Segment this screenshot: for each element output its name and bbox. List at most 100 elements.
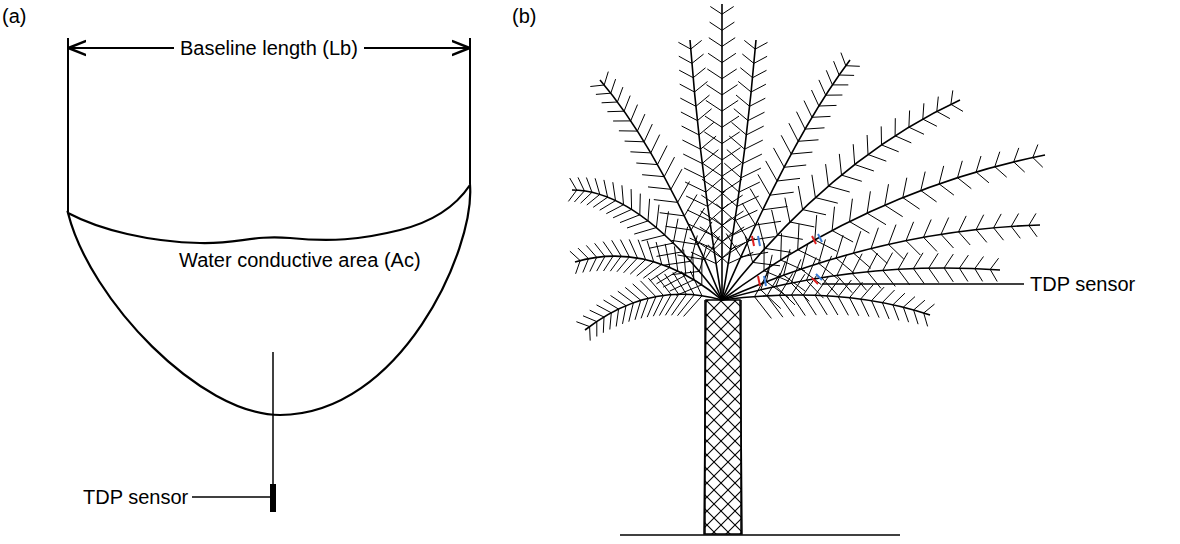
frond-stroke — [596, 322, 597, 337]
frond-stroke — [712, 218, 731, 235]
panel-label: (b) — [512, 4, 536, 28]
frond-stroke — [705, 116, 722, 127]
frond-stroke — [914, 310, 919, 324]
frond-stroke — [836, 235, 843, 258]
frond-stroke — [921, 191, 937, 202]
frond-stroke — [779, 295, 794, 316]
frond-stroke — [706, 177, 723, 192]
frond-stroke — [826, 95, 843, 96]
frond-stroke — [642, 175, 664, 177]
frond-stroke — [898, 269, 910, 285]
conductive-area-shape: Water conductive area (Ac) — [60, 178, 480, 423]
frond-stroke — [815, 215, 817, 240]
frond-stroke — [867, 191, 870, 213]
frond-stroke — [679, 70, 693, 78]
frond-stroke — [710, 22, 722, 30]
frond-stroke — [951, 90, 953, 104]
frond-stroke — [812, 116, 831, 118]
frond-stroke — [627, 221, 648, 228]
frond-stroke — [1011, 214, 1018, 227]
frond-stroke — [798, 186, 802, 210]
frond-stroke — [937, 97, 939, 112]
frond-stroke — [939, 184, 954, 195]
frond-stroke — [570, 251, 580, 260]
frond-stroke — [766, 255, 772, 282]
frond-stroke — [643, 264, 661, 278]
frond-rachis — [722, 100, 960, 300]
frond-stroke — [578, 177, 584, 191]
frond-stroke — [868, 253, 878, 272]
frond-stroke — [755, 297, 772, 319]
frond-stroke — [742, 54, 754, 63]
ground-line — [620, 534, 900, 536]
frond-stroke — [634, 228, 656, 235]
sensor-leader — [822, 283, 1024, 285]
frond-stroke — [885, 205, 903, 217]
frond-stroke — [650, 267, 670, 280]
frond-stroke — [727, 150, 743, 164]
frond-stroke — [789, 123, 798, 141]
frond-stroke — [641, 298, 648, 318]
palm-trunk — [704, 300, 742, 534]
frond-stroke — [651, 135, 660, 153]
frond-stroke — [939, 166, 944, 184]
frond-stroke — [882, 290, 894, 303]
frond-stroke — [697, 109, 711, 121]
frond-stroke — [735, 210, 758, 221]
frond-stroke — [959, 268, 968, 281]
frond-stroke — [620, 240, 629, 257]
frond-stroke — [576, 322, 589, 327]
frond-stroke — [690, 271, 702, 296]
frond-stroke — [665, 274, 679, 294]
frond-stroke — [574, 191, 584, 202]
frond-stroke — [656, 242, 662, 264]
area-label: Water conductive area (Ac) — [179, 248, 421, 272]
frond-stroke — [732, 122, 747, 135]
frond-stroke — [959, 255, 968, 268]
frond-stroke — [806, 257, 816, 280]
frond-stroke — [696, 95, 710, 106]
frond-stroke — [704, 132, 722, 144]
frond-stroke — [603, 242, 613, 257]
frond-stroke — [639, 194, 641, 215]
frond-stroke — [798, 224, 799, 250]
frond-stroke — [903, 198, 920, 210]
frond-stroke — [597, 257, 605, 272]
frond-stroke — [691, 40, 702, 49]
frond-stroke — [583, 259, 589, 273]
frond-rachis — [722, 155, 1045, 300]
frond-stroke — [613, 182, 616, 200]
frond-stroke — [913, 253, 923, 269]
frond-stroke — [722, 69, 737, 79]
frond-stroke — [630, 152, 650, 153]
frond-stroke — [656, 276, 671, 295]
frond-stroke — [909, 127, 924, 134]
frond-stroke — [854, 231, 861, 253]
frond-stroke — [838, 280, 851, 297]
frond-stroke — [852, 254, 862, 274]
frond-stroke — [958, 178, 972, 189]
frond-stroke — [842, 175, 862, 181]
frond-stroke — [779, 273, 792, 295]
frond-stroke — [846, 65, 860, 67]
frond-stroke — [784, 165, 806, 167]
frond-stroke — [707, 85, 723, 95]
frond-stroke — [684, 195, 697, 216]
sensor-label: TDP sensor — [83, 485, 188, 509]
frond-stroke — [726, 234, 741, 257]
frond-stroke — [744, 40, 755, 49]
frond-stroke — [686, 196, 708, 206]
frond-stroke — [798, 140, 818, 142]
frond-stroke — [828, 186, 849, 192]
frond-stroke — [754, 56, 767, 63]
frond-stroke — [881, 126, 882, 144]
frond-stroke — [822, 256, 832, 278]
frond-stroke — [785, 198, 790, 222]
frond-stroke — [714, 218, 733, 235]
frond-stroke — [709, 38, 722, 47]
frond-rachis — [722, 225, 1040, 300]
frond-stroke — [586, 245, 596, 257]
frond-stroke — [819, 239, 826, 263]
